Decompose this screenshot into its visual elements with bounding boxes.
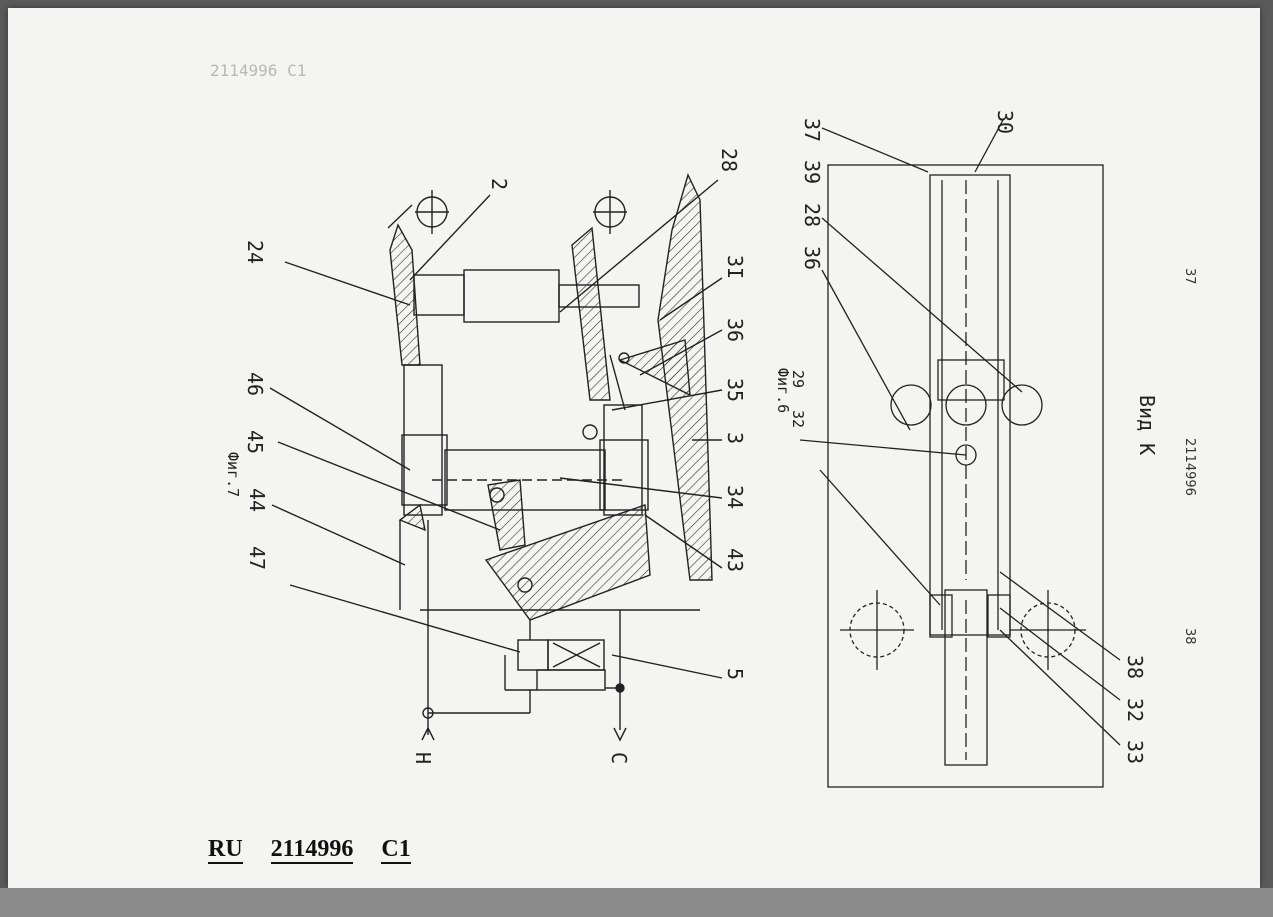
- figure-7: [270, 175, 722, 740]
- label-28: 28: [800, 203, 824, 227]
- label-37: 37: [800, 118, 824, 142]
- footer-number: 2114996: [271, 836, 354, 864]
- label-32: 32: [789, 410, 807, 428]
- doc-number-rotated: 2114996: [1182, 438, 1197, 496]
- page-number-right: 38: [1182, 628, 1197, 645]
- label-3: 3: [723, 432, 747, 444]
- label-36-fig7: 36: [723, 318, 747, 342]
- label-38: 38: [1123, 655, 1147, 679]
- footer-kind: C1: [381, 836, 410, 864]
- label-2: 2: [487, 178, 511, 190]
- label-46: 46: [243, 372, 267, 396]
- label-43: 43: [723, 548, 747, 572]
- label-36: 36: [800, 246, 824, 270]
- label-47: 47: [245, 546, 269, 570]
- label-44: 44: [245, 488, 269, 512]
- label-28-fig7: 28: [717, 148, 741, 172]
- fig6-roller-right: [1002, 385, 1042, 425]
- figure-6: [800, 120, 1120, 787]
- fig7-caption: Фиг.7: [224, 452, 242, 497]
- label-30: 30: [993, 110, 1017, 134]
- label-45: 45: [243, 430, 267, 454]
- fig7-labels: 2 28 24 3I 36 35 3 34 43 46 45 Фиг.7 44 …: [224, 148, 747, 764]
- label-33: 33: [1123, 740, 1147, 764]
- fig6-roller-left: [891, 385, 931, 425]
- patent-footer: RU 2114996 C1: [208, 836, 433, 864]
- label-H: H: [411, 752, 435, 764]
- label-29: 29: [789, 370, 807, 388]
- label-39: 39: [800, 160, 824, 184]
- label-35: 35: [723, 378, 747, 402]
- bleed-through-text: 2114996 C1: [210, 61, 306, 80]
- label-C: C: [607, 752, 631, 764]
- label-34: 34: [723, 485, 747, 509]
- page-number-left: 37: [1182, 268, 1197, 285]
- footer-country: RU: [208, 836, 243, 864]
- label-24: 24: [243, 240, 267, 264]
- label-32-bottom: 32: [1123, 698, 1147, 722]
- label-31: 3I: [723, 255, 747, 279]
- label-5: 5: [723, 668, 747, 680]
- view-label: Вид К: [1135, 395, 1159, 455]
